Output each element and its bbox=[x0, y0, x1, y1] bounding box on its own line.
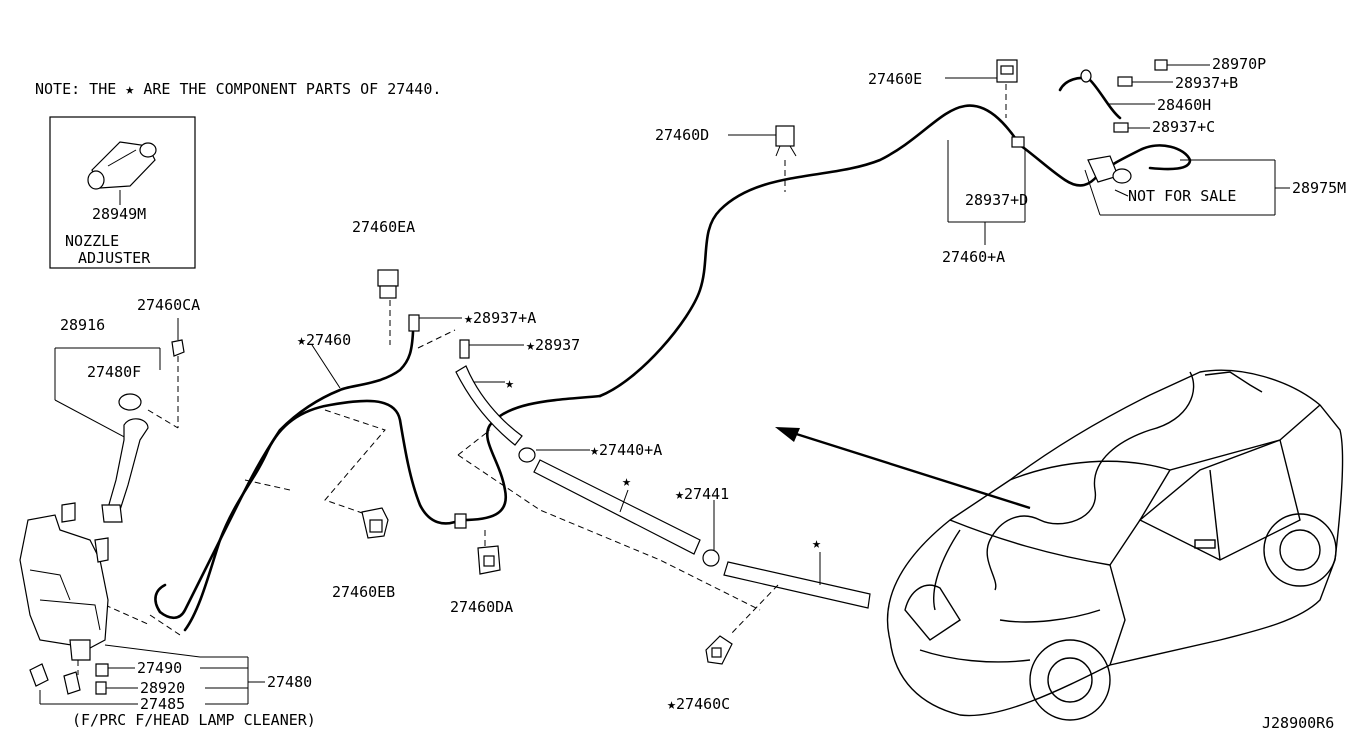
label-27480: 27480 bbox=[267, 673, 312, 691]
washer-reservoir-27480 bbox=[19, 502, 109, 675]
label-27460A: 27460+A bbox=[942, 248, 1005, 266]
label-star-3: ★ bbox=[812, 534, 821, 552]
label-28937A: ★28937+A bbox=[464, 309, 536, 327]
clip-27460DA: 27460DA bbox=[450, 530, 513, 616]
label-27485: 27485 bbox=[140, 695, 185, 713]
label-27460D: 27460D bbox=[655, 126, 709, 144]
label-28970P: 28970P bbox=[1212, 55, 1266, 73]
clip-27460E: 27460E bbox=[868, 59, 1018, 118]
label-27490: 27490 bbox=[137, 659, 182, 677]
label-28975M: 28975M bbox=[1292, 179, 1346, 197]
hose-27460: ★27460 bbox=[154, 330, 602, 632]
rear-washer-hoses bbox=[598, 76, 1192, 398]
inset-part-label: 28949M bbox=[92, 205, 146, 223]
footnote: (F/PRC F/HEAD LAMP CLEANER) bbox=[72, 711, 316, 729]
label-28937D: 28937+D bbox=[965, 191, 1028, 209]
label-27441: ★27441 bbox=[675, 485, 729, 503]
label-28937: ★28937 bbox=[526, 336, 580, 354]
label-27460: ★27460 bbox=[297, 331, 351, 349]
clip-27460D: 27460D bbox=[655, 125, 797, 192]
label-27480F: 27480F bbox=[87, 363, 141, 381]
label-27440A: ★27440+A bbox=[590, 441, 662, 459]
clip-27460EB: 27460EB bbox=[332, 507, 395, 601]
label-not-for-sale: NOT FOR SALE bbox=[1128, 187, 1236, 205]
connectors-front: ★28937+A ★28937 bbox=[408, 309, 580, 359]
label-27460EA: 27460EA bbox=[352, 218, 415, 236]
vehicle-illustration bbox=[886, 369, 1344, 721]
label-28937C: 28937+C bbox=[1152, 118, 1215, 136]
clip-27460C: ★27460C bbox=[667, 635, 733, 713]
inset-title-line2: ADJUSTER bbox=[78, 249, 151, 267]
label-27460E: 27460E bbox=[868, 70, 922, 88]
label-28937B: 28937+B bbox=[1175, 74, 1238, 92]
note-text: NOTE: THE ★ ARE THE COMPONENT PARTS OF 2… bbox=[35, 80, 441, 98]
clip-27460EA: 27460EA bbox=[352, 218, 415, 345]
rear-connectors: 28970P 28937+B 28460H 28937+C NOT FOR SA… bbox=[1080, 55, 1346, 216]
label-28460H: 28460H bbox=[1157, 96, 1211, 114]
label-28916: 28916 bbox=[60, 316, 105, 334]
diagram-id: J28900R6 bbox=[1262, 714, 1334, 732]
label-27460DA: 27460DA bbox=[450, 598, 513, 616]
inset-title-line1: NOZZLE bbox=[65, 232, 119, 250]
label-28920: 28920 bbox=[140, 679, 185, 697]
connector-28937D: 28937+D 27460+A bbox=[942, 136, 1028, 266]
reservoir-fasteners: 27490 28920 27485 27480 bbox=[29, 644, 312, 713]
nozzle-adjuster-inset: 28949M NOZZLE ADJUSTER bbox=[49, 116, 196, 269]
label-27460CA: 27460CA bbox=[137, 296, 200, 314]
label-star-1: ★ bbox=[505, 374, 514, 392]
washer-nozzle-hoses: ★ ★27440+A ★ ★27441 ★ bbox=[455, 365, 871, 636]
location-arrow bbox=[775, 427, 1031, 510]
label-27460EB: 27460EB bbox=[332, 583, 395, 601]
filler-neck-group: 28916 27480F 27460CA bbox=[54, 296, 200, 523]
label-star-2: ★ bbox=[622, 472, 631, 490]
nozzle-adjuster-part bbox=[87, 141, 157, 190]
label-27460C: ★27460C bbox=[667, 695, 730, 713]
